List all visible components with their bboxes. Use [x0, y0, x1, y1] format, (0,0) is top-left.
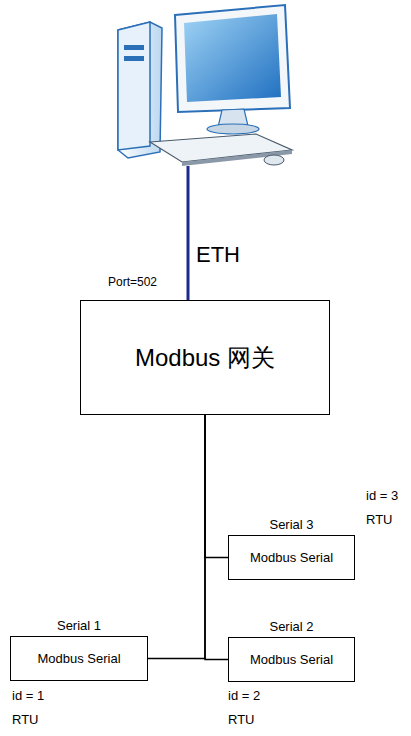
bus-line	[205, 415, 228, 660]
monitor-base	[207, 124, 259, 134]
drive-bay	[124, 45, 144, 50]
box-label: Modbus Serial	[250, 550, 333, 565]
device-note: id = 3	[366, 488, 398, 503]
box-label: Modbus 网关	[135, 342, 275, 374]
port-heading: Serial 3	[269, 517, 313, 532]
tower-case	[118, 22, 162, 158]
box-label: Modbus Serial	[37, 651, 120, 666]
port-heading: Serial 1	[57, 618, 101, 633]
tower-front	[118, 22, 150, 150]
monitor-frame	[175, 5, 290, 112]
ethernet-line	[187, 166, 190, 300]
port-label: Port=502	[108, 275, 157, 289]
serial-device-box: Serial 2Modbus Serial	[228, 637, 355, 682]
keyboard-edge	[182, 150, 292, 166]
box-label: Modbus Serial	[250, 652, 333, 667]
serial-device-box: Serial 1Modbus Serial	[10, 636, 148, 681]
device-note: id = 2	[228, 688, 260, 703]
monitor-screen	[184, 14, 281, 102]
bus-line	[148, 415, 205, 659]
device-note: RTU	[228, 712, 254, 727]
serial-device-box: Serial 3Modbus Serial	[228, 535, 355, 580]
mouse	[264, 155, 284, 165]
port-heading: Serial 2	[269, 619, 313, 634]
link-label: ETH	[196, 242, 240, 268]
device-note: RTU	[366, 512, 392, 527]
gateway-box: Modbus 网关	[80, 300, 330, 415]
drive-bay	[124, 56, 144, 61]
bus-line	[205, 415, 228, 558]
device-note: id = 1	[12, 688, 44, 703]
device-note: RTU	[12, 712, 38, 727]
